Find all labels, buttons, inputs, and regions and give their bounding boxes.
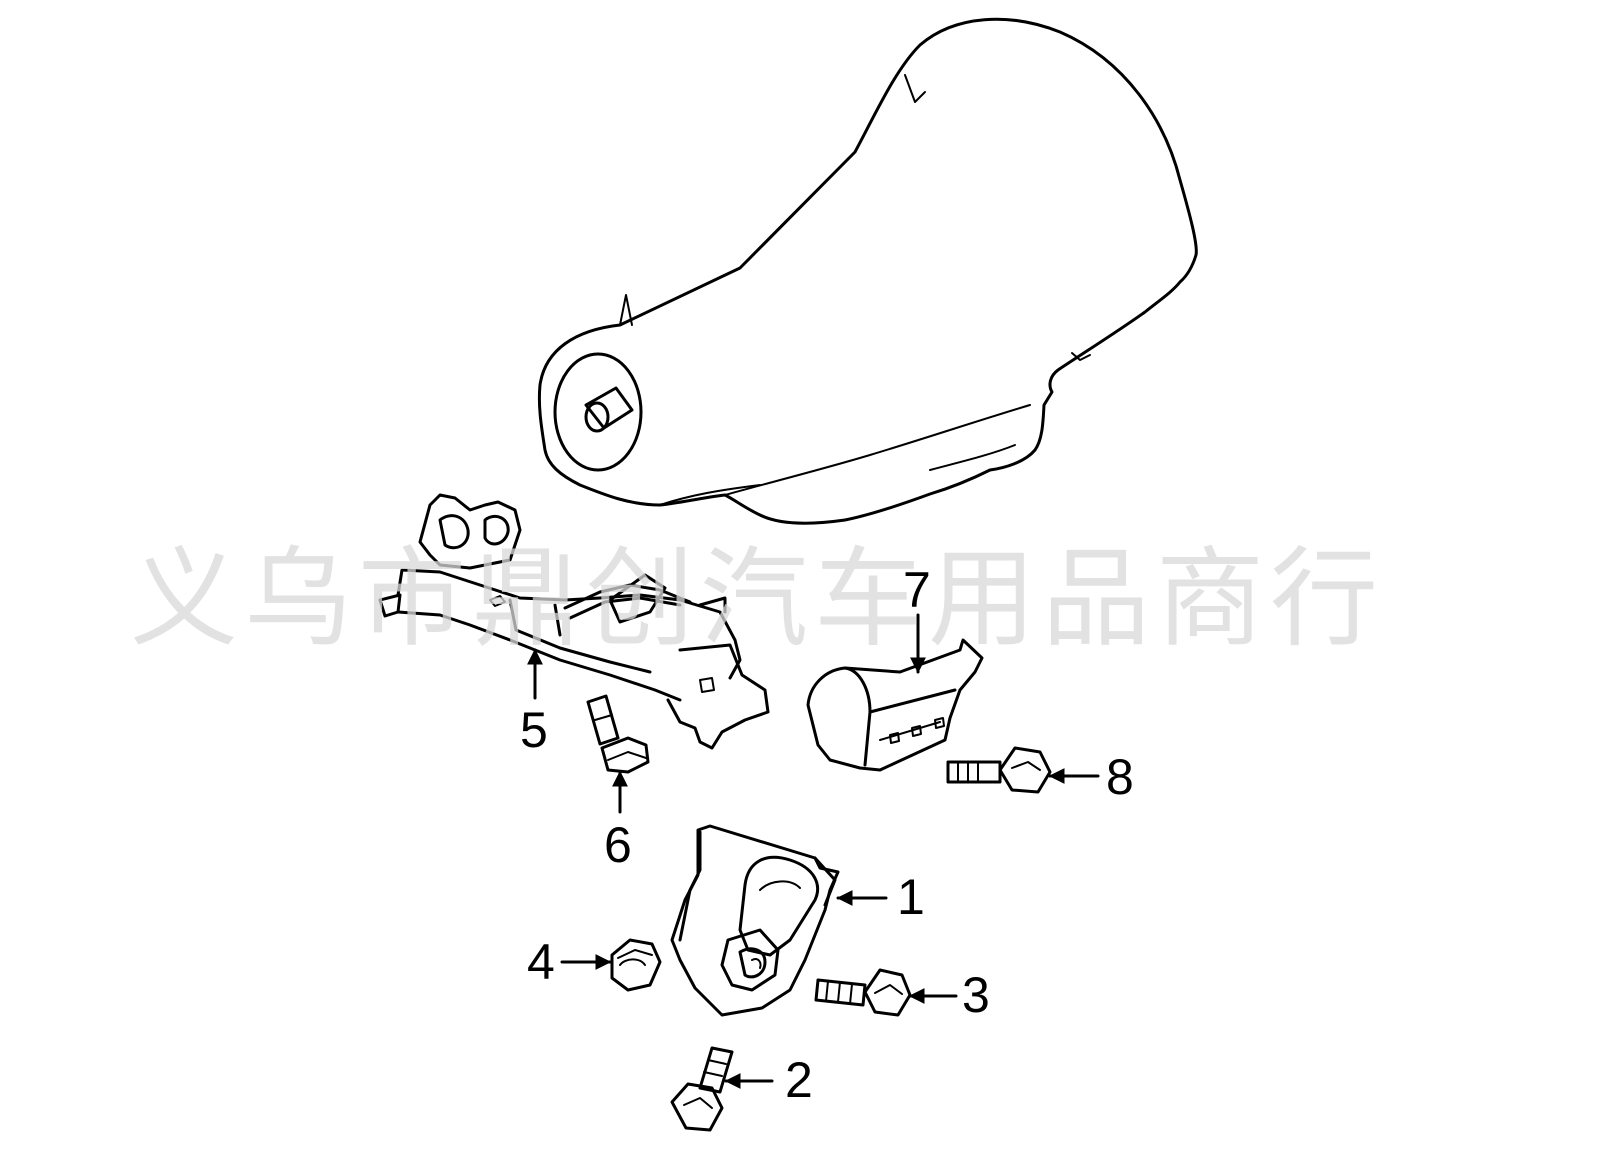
hex-nut (610, 938, 662, 992)
shield-bolt (946, 746, 1052, 794)
transmission-mount (670, 824, 840, 1017)
mount-bolt-2 (670, 1046, 734, 1132)
input-shaft (584, 386, 634, 430)
crossmember (378, 493, 770, 750)
callout-5: 5 (520, 702, 548, 758)
callout-4: 4 (527, 934, 555, 990)
callout-6: 6 (604, 817, 632, 873)
callout-3: 3 (962, 967, 990, 1023)
mount-bolt-3 (814, 968, 912, 1017)
callout-7: 7 (903, 562, 931, 618)
heat-shield (806, 638, 984, 772)
crossmember-bolt (586, 694, 650, 774)
transmission-housing (537, 17, 1198, 525)
callout-2: 2 (785, 1052, 813, 1108)
callout-1: 1 (897, 869, 925, 925)
callout-8: 8 (1106, 749, 1134, 805)
torque-converter-opening (553, 352, 643, 472)
